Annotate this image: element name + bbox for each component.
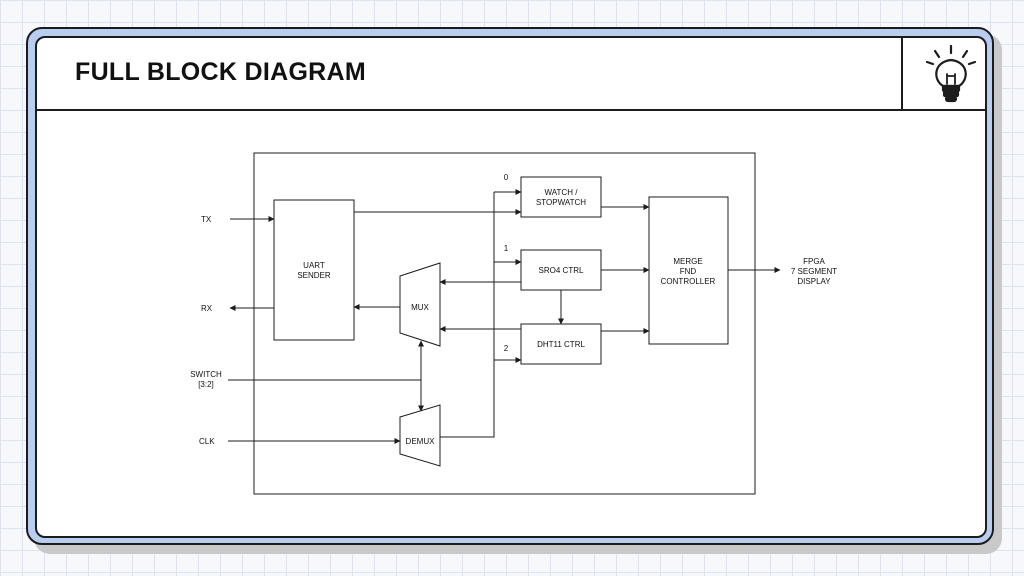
demux-bus-wire [440, 192, 495, 438]
demux-block [399, 404, 441, 467]
display-label: DISPLAY [797, 277, 831, 286]
select-index-0: 0 [504, 173, 509, 182]
tx-label: TX [201, 215, 212, 224]
merge-label: MERGE [673, 257, 702, 266]
header-line [37, 109, 985, 111]
rx-label: RX [201, 304, 213, 313]
header-divider [901, 38, 903, 111]
dht11-label: DHT11 CTRL [537, 340, 585, 349]
select-index-1: 1 [504, 244, 509, 253]
watch-stopwatch-block [520, 176, 602, 218]
mux-block [399, 262, 441, 347]
sr04-label: SRO4 CTRL [539, 266, 584, 275]
page-title: FULL BLOCK DIAGRAM [75, 58, 367, 86]
select-index-2: 2 [504, 344, 509, 353]
uart-sender-block [273, 199, 355, 341]
lightbulb-icon [925, 44, 977, 103]
uart-label: UART [303, 261, 325, 270]
fpga-label: FPGA [803, 257, 825, 266]
demux-label: DEMUX [406, 437, 436, 446]
switch-range-label: [3:2] [198, 380, 214, 389]
fpga-boundary [253, 152, 756, 495]
seven-segment-label: 7 SEGMENT [791, 267, 837, 276]
uart-sender-label: SENDER [297, 271, 331, 280]
slide-card: FULL BLOCK DIAGRAM [35, 36, 987, 538]
controller-label: CONTROLLER [661, 277, 716, 286]
fnd-label: FND [680, 267, 697, 276]
watch-label: WATCH / [545, 188, 579, 197]
switch-label: SWITCH [190, 370, 222, 379]
stopwatch-label: STOPWATCH [536, 198, 586, 207]
clk-label: CLK [199, 437, 215, 446]
mux-label: MUX [411, 303, 429, 312]
